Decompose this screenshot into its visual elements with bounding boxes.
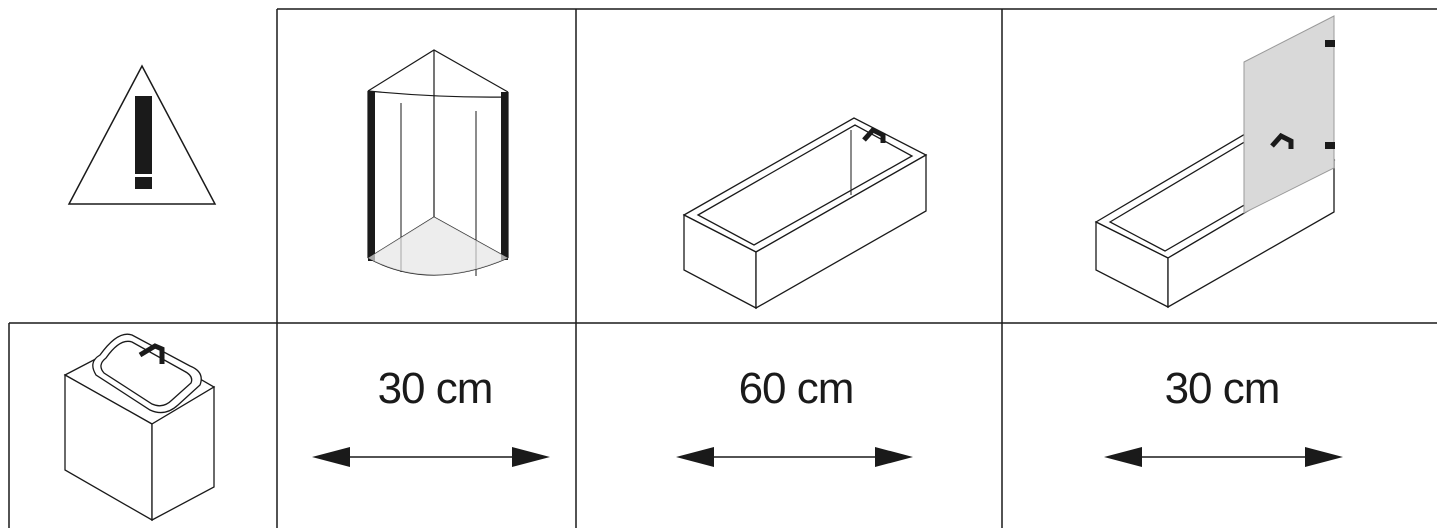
warning-triangle-icon <box>67 64 217 205</box>
washbasin-icon <box>63 333 216 522</box>
double-arrow-60cm <box>676 447 913 467</box>
double-arrow-30cm-right <box>1104 447 1343 467</box>
distance-label-bathtub: 60 cm <box>738 364 855 413</box>
distance-label-shower: 30 cm <box>377 364 494 413</box>
distance-label-screen: 30 cm <box>1164 364 1281 413</box>
bathtub-with-screen-icon <box>1094 15 1336 309</box>
bathtub-icon <box>682 117 928 310</box>
double-arrow-30cm-left <box>312 447 550 467</box>
shower-enclosure-icon <box>367 49 509 276</box>
grid-lines <box>8 8 1437 528</box>
